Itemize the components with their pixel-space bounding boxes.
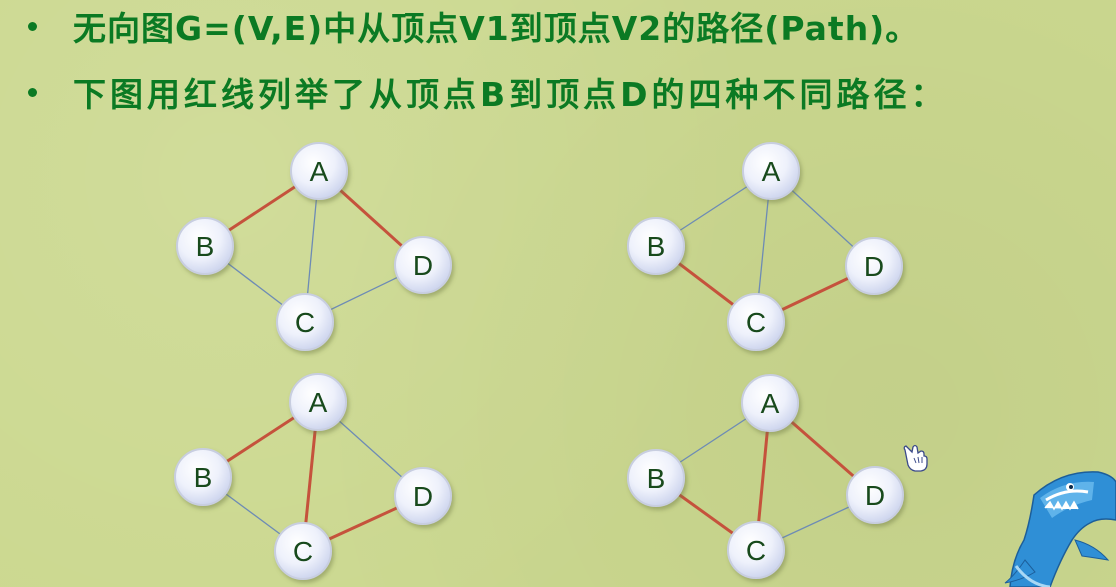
- node-label: C: [746, 535, 766, 566]
- node-label: D: [865, 480, 885, 511]
- node-A: A: [741, 374, 799, 432]
- bullet-line-1: 无向图G=(V,E)中从顶点V1到顶点V2的路径(Path)。: [28, 6, 919, 48]
- bullet-text-2: 下图用红线列举了从顶点B到顶点D的四种不同路径：: [73, 75, 948, 114]
- node-label: D: [864, 251, 884, 282]
- node-label: D: [413, 250, 433, 281]
- node-B: B: [627, 217, 685, 275]
- node-circle: [176, 217, 234, 275]
- bullet-dot-icon: [28, 87, 37, 97]
- node-label: B: [196, 231, 215, 262]
- node-B: B: [627, 449, 685, 507]
- node-label: B: [647, 231, 666, 262]
- graph-3: A B C D: [174, 373, 452, 580]
- node-circle: [845, 237, 903, 295]
- node-label: A: [310, 156, 329, 187]
- node-A: A: [290, 142, 348, 200]
- node-A: A: [742, 142, 800, 200]
- node-label: C: [295, 307, 315, 338]
- node-circle: [174, 448, 232, 506]
- node-C: C: [727, 521, 785, 579]
- node-label: B: [194, 462, 213, 493]
- node-circle: [276, 293, 334, 351]
- node-label: B: [647, 463, 666, 494]
- node-circle: [289, 373, 347, 431]
- node-C: C: [274, 522, 332, 580]
- graph-1: A B C D: [176, 142, 452, 351]
- node-label: C: [293, 536, 313, 567]
- graph-4: A B C D: [627, 374, 904, 579]
- node-circle: [727, 521, 785, 579]
- node-D: D: [394, 236, 452, 294]
- shark-mascot-icon: [1004, 471, 1116, 587]
- graph-layer: A B C D A B C D A B C D A B C D: [174, 142, 904, 580]
- node-circle: [741, 374, 799, 432]
- bullet-text-1: 无向图G=(V,E)中从顶点V1到顶点V2的路径(Path)。: [73, 9, 920, 48]
- node-C: C: [727, 293, 785, 351]
- node-D: D: [845, 237, 903, 295]
- node-circle: [627, 449, 685, 507]
- node-circle: [394, 467, 452, 525]
- bullet-line-2: 下图用红线列举了从顶点B到顶点D的四种不同路径：: [28, 72, 948, 114]
- node-label: A: [309, 387, 328, 418]
- node-circle: [742, 142, 800, 200]
- node-circle: [394, 236, 452, 294]
- node-D: D: [394, 467, 452, 525]
- node-B: B: [174, 448, 232, 506]
- node-circle: [727, 293, 785, 351]
- node-label: C: [746, 307, 766, 338]
- graph-2: A B C D: [627, 142, 903, 351]
- node-label: D: [413, 481, 433, 512]
- node-D: D: [846, 466, 904, 524]
- node-circle: [846, 466, 904, 524]
- node-circle: [274, 522, 332, 580]
- bullet-dot-icon: [28, 21, 37, 31]
- node-A: A: [289, 373, 347, 431]
- hand-pointer-icon: [903, 444, 928, 472]
- node-label: A: [761, 388, 780, 419]
- node-circle: [290, 142, 348, 200]
- node-label: A: [762, 156, 781, 187]
- node-C: C: [276, 293, 334, 351]
- node-B: B: [176, 217, 234, 275]
- node-circle: [627, 217, 685, 275]
